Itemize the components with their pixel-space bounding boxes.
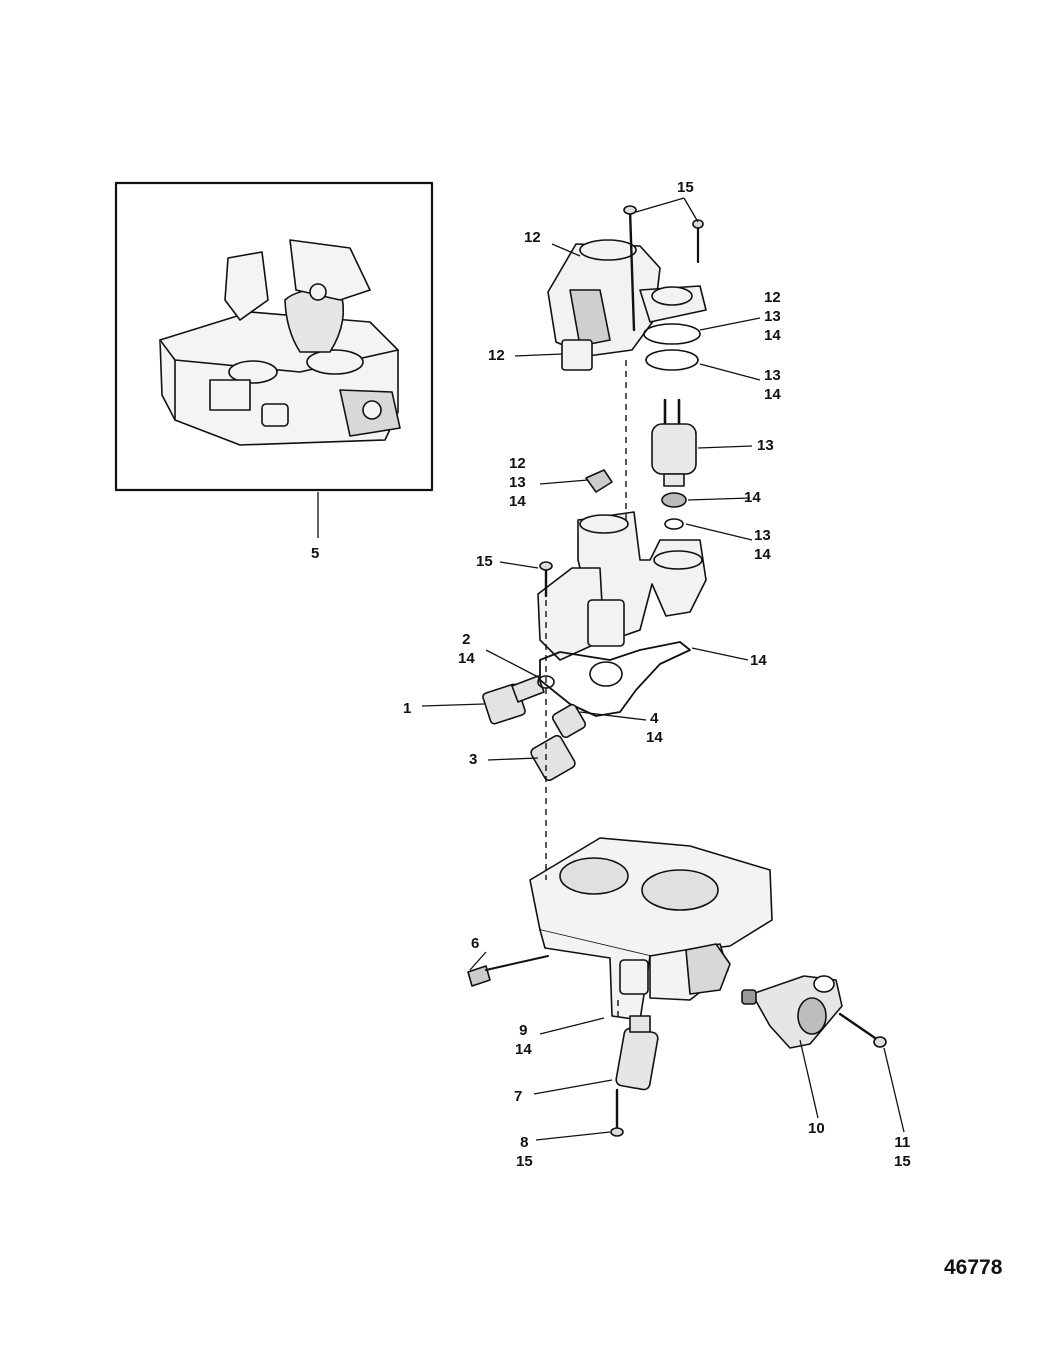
figure-number: 46778	[944, 1256, 1003, 1279]
throttle-position-sensor	[751, 975, 843, 1049]
fuel-inlet-fitting	[482, 675, 545, 725]
seal-rings	[661, 492, 687, 530]
callout-12-left: 12	[488, 347, 505, 364]
inset-frame	[114, 181, 434, 492]
callout-6: 6	[471, 935, 480, 952]
fuel-outlet-fitting	[530, 703, 587, 782]
alignment-lines	[545, 360, 627, 1020]
callout-12-top: 12	[524, 229, 541, 246]
plug	[467, 965, 491, 987]
assembled-throttle-body	[159, 239, 401, 446]
small-clip	[585, 469, 613, 493]
callout-10: 10	[808, 1120, 825, 1137]
callout-15-mid: 15	[476, 553, 493, 570]
fuel-meter-gasket	[539, 641, 691, 717]
callout-13-injector: 13	[757, 437, 774, 454]
screw-11	[838, 1012, 880, 1042]
callout-14-seal: 14	[744, 489, 761, 506]
idle-air-control	[615, 1015, 659, 1091]
leader-lines	[317, 197, 905, 1141]
callout-15-top: 15	[677, 179, 694, 196]
fuel-injector	[651, 398, 697, 487]
callout-14-gasket: 14	[750, 652, 767, 669]
fuel-meter-body	[537, 511, 707, 661]
callout-7: 7	[514, 1088, 523, 1105]
o-ring-upper	[645, 349, 699, 371]
throttle-body	[529, 837, 773, 1021]
callout-3: 3	[469, 751, 478, 768]
screws-top	[623, 205, 704, 332]
gasket-upper	[643, 323, 701, 345]
callout-5: 5	[311, 545, 320, 562]
callout-1: 1	[403, 700, 412, 717]
